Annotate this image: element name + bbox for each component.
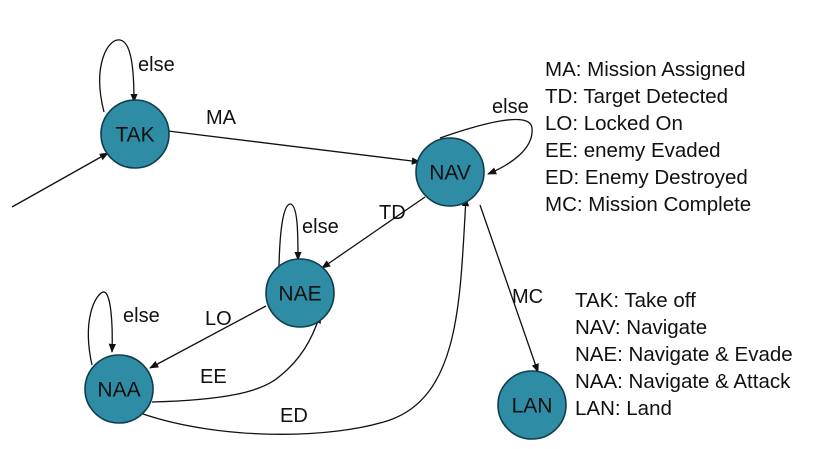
state-tak-label: TAK	[115, 124, 154, 147]
legend-event-ma: MA: Mission Assigned	[545, 58, 746, 81]
legend-event-ee: EE: enemy Evaded	[545, 139, 721, 162]
label-tak-nav: MA	[206, 107, 237, 129]
state-nae-label: NAE	[278, 283, 321, 306]
label-nav-self: else	[492, 96, 529, 118]
edge-nav-nae	[321, 196, 426, 269]
legend-event-td: TD: Target Detected	[545, 85, 728, 108]
label-nav-lan: MC	[512, 286, 543, 308]
state-naa: NAA	[84, 354, 154, 424]
label-naa-self: else	[123, 305, 160, 327]
legend-event-mc: MC: Mission Complete	[545, 193, 751, 216]
legend-event-ed: ED: Enemy Destroyed	[545, 166, 748, 189]
state-nav-label: NAV	[429, 162, 471, 185]
label-nae-naa: LO	[205, 308, 232, 330]
state-nae: NAE	[265, 258, 335, 328]
label-nae-self: else	[302, 216, 339, 238]
state-lan-label: LAN	[512, 395, 553, 418]
legend-states: TAK: Take off NAV: Navigate NAE: Navigat…	[575, 289, 793, 420]
state-tak: TAK	[100, 99, 170, 169]
label-naa-nae: EE	[200, 366, 227, 388]
edge-tak-nav	[167, 130, 421, 165]
legend-state-lan: LAN: Land	[575, 397, 672, 420]
edge-tak-self	[99, 39, 138, 113]
label-nav-nae: TD	[379, 202, 406, 224]
edge-nae-self	[278, 203, 302, 267]
legend-event-lo: LO: Locked On	[545, 112, 683, 135]
edge-naa-nae	[151, 314, 321, 403]
edge-nae-naa	[149, 305, 267, 369]
edge-nav-lan	[479, 204, 539, 373]
label-naa-nav: ED	[280, 405, 308, 427]
edge-naa-self	[87, 291, 116, 366]
edge-naa-nav	[142, 197, 470, 435]
label-tak-self: else	[138, 54, 175, 76]
edge-nav-self	[439, 118, 533, 175]
legend-state-nav: NAV: Navigate	[575, 316, 707, 339]
edge-start-tak	[11, 152, 109, 208]
state-lan: LAN	[497, 370, 567, 440]
state-nav: NAV	[415, 137, 485, 207]
legend-state-tak: TAK: Take off	[575, 289, 696, 312]
legend-state-naa: NAA: Navigate & Attack	[575, 370, 791, 393]
legend-events: MA: Mission Assigned TD: Target Detected…	[545, 58, 751, 216]
legend-state-nae: NAE: Navigate & Evade	[575, 343, 793, 366]
state-naa-label: NAA	[97, 379, 140, 402]
